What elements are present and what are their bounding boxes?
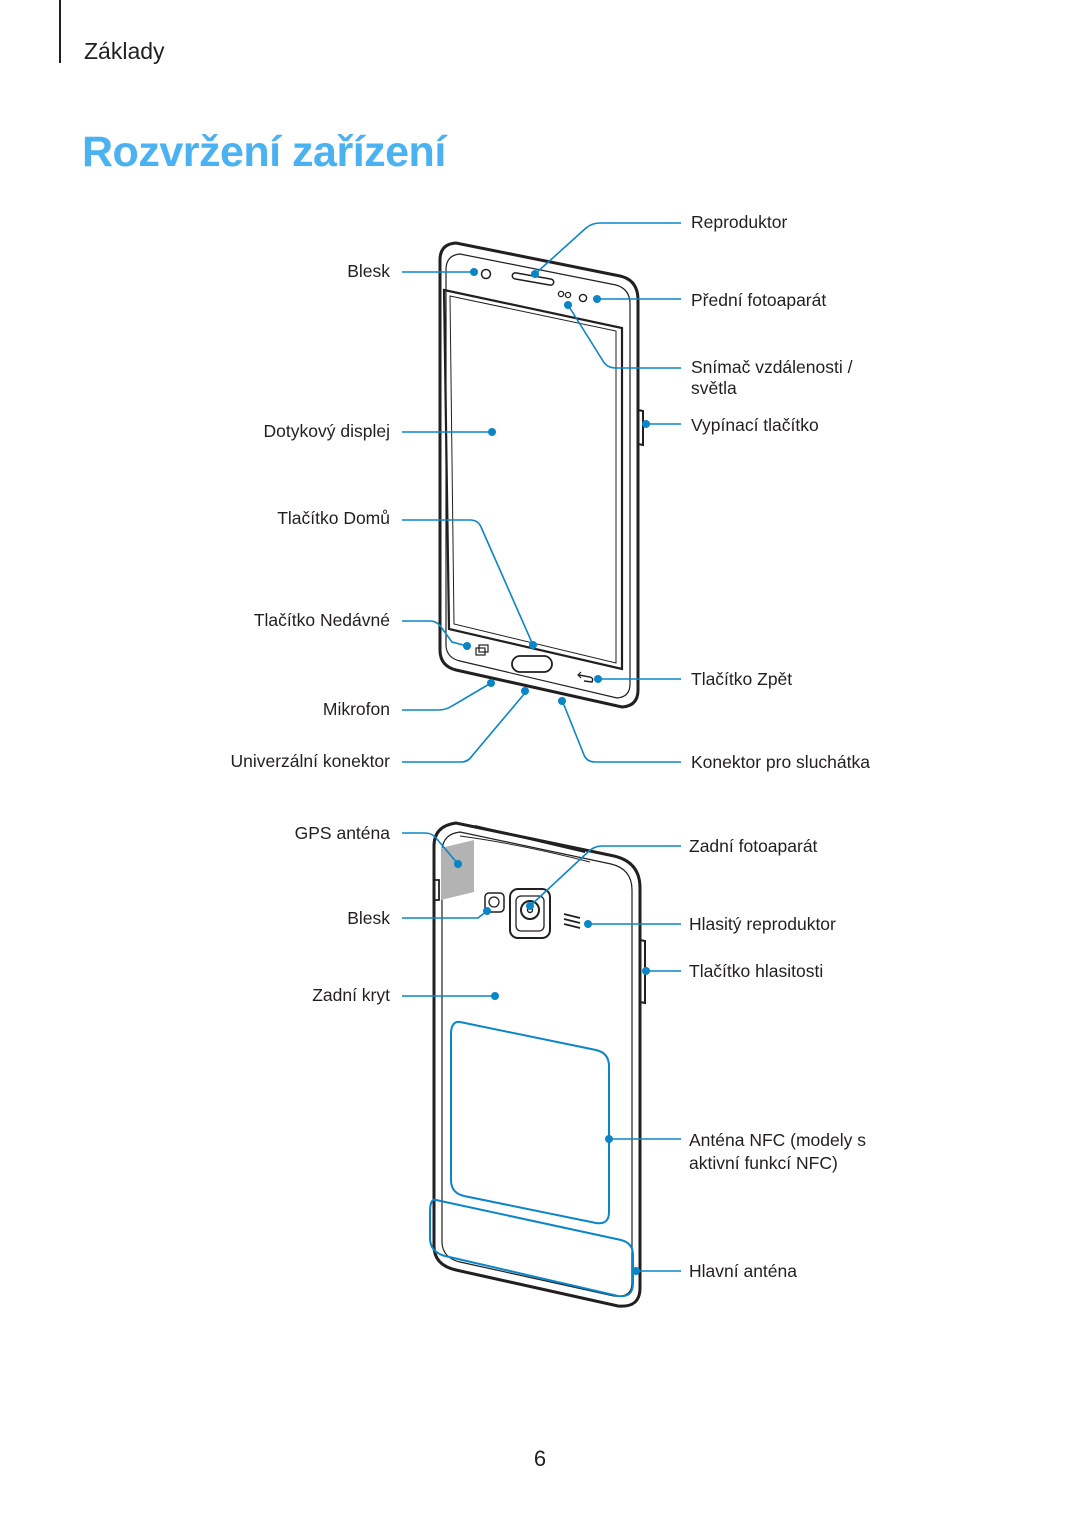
label-headset-jack: Konektor pro sluchátka [691,752,870,772]
label-front-camera: Přední fotoaparát [691,290,827,310]
label-home-button: Tlačítko Domů [277,508,390,528]
back-callout-dots [454,860,650,1275]
nfc-antenna-outline [450,1020,610,1225]
header-rule [59,0,61,63]
page-title: Rozvržení zařízení [82,128,446,176]
back-callouts [402,832,681,1272]
label-touchscreen: Dotykový displej [263,421,390,441]
label-multipurpose-jack: Univerzální konektor [230,751,390,771]
label-rear-camera: Zadní fotoaparát [689,836,818,856]
label-proximity-sensor-line1: Snímač vzdálenosti / [691,357,853,377]
label-nfc-antenna-line2: aktivní funkcí NFC) [689,1153,838,1173]
front-callout-dots [463,268,650,705]
page-number: 6 [533,1446,547,1471]
label-gps-antenna: GPS anténa [294,823,390,843]
label-loudspeaker: Hlasitý reproduktor [689,914,836,934]
label-recent-button: Tlačítko Nedávné [253,610,390,630]
label-front-flash: Blesk [347,261,390,281]
back-phone [432,821,646,1308]
label-microphone: Mikrofon [322,699,390,719]
label-proximity-sensor-line2: světla [691,378,737,398]
front-phone [438,241,644,709]
label-speaker: Reproduktor [691,212,788,232]
label-back-cover: Zadní kryt [312,985,390,1005]
label-power-key: Vypínací tlačítko [691,415,819,435]
main-antenna-outline [429,1198,634,1298]
label-main-antenna: Hlavní anténa [689,1261,797,1281]
gps-antenna-area [441,840,474,900]
label-volume-key: Tlačítko hlasitosti [689,961,824,981]
label-back-button: Tlačítko Zpět [691,669,793,689]
section-label: Základy [84,38,165,64]
front-callouts [402,222,681,763]
label-rear-flash: Blesk [347,908,390,928]
label-nfc-antenna-line1: Anténa NFC (modely s [689,1130,867,1150]
